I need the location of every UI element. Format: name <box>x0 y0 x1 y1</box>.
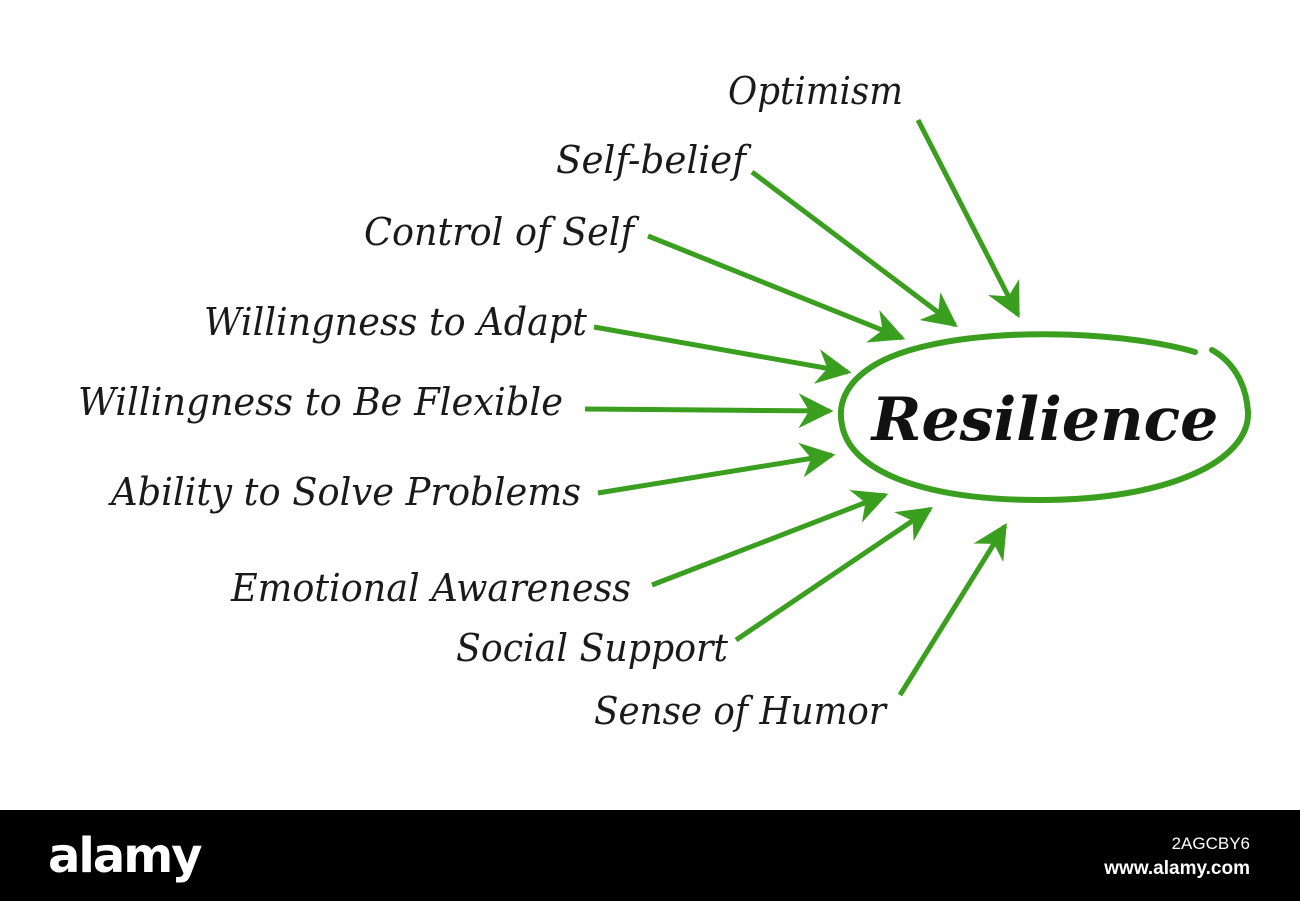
resilience-ellipse <box>837 331 1252 504</box>
arrow-self-belief <box>750 170 958 328</box>
factor-labels: Optimism Self-belief Control of Self Wil… <box>78 69 903 733</box>
image-id: 2AGCBY6 <box>1171 834 1250 853</box>
site-url: www.alamy.com <box>1104 858 1250 879</box>
factor-label: Willingness to Adapt <box>204 300 588 344</box>
arrow-sense-of-humor <box>897 523 1008 697</box>
factor-label: Emotional Awareness <box>230 566 631 610</box>
arrow-willingness-to-be-flexible <box>584 393 834 429</box>
factor-label: Self-belief <box>556 138 752 182</box>
factor-label: Ability to Solve Problems <box>108 470 581 514</box>
arrow-control-of-self <box>647 233 906 343</box>
center-label: Resilience <box>870 385 1219 455</box>
factor-label: Control of Self <box>364 210 640 254</box>
factor-label: Optimism <box>728 69 903 113</box>
arrow-emotional-awareness <box>651 490 889 588</box>
factor-label: Willingness to Be Flexible <box>78 380 563 424</box>
watermark-footer: alamy 2AGCBY6 www.alamy.com <box>0 810 1300 901</box>
diagram-canvas: Resilience Optimism Self-belief Control … <box>78 69 1252 733</box>
factor-label: Social Support <box>456 626 729 670</box>
alamy-logo: alamy <box>48 828 203 884</box>
arrow-ability-to-solve-problems <box>597 442 836 496</box>
arrow-social-support <box>734 506 933 643</box>
arrow-willingness-to-adapt <box>593 324 852 384</box>
arrow-optimism <box>915 118 1021 319</box>
factor-label: Sense of Humor <box>594 689 889 733</box>
arrows <box>584 118 1021 697</box>
